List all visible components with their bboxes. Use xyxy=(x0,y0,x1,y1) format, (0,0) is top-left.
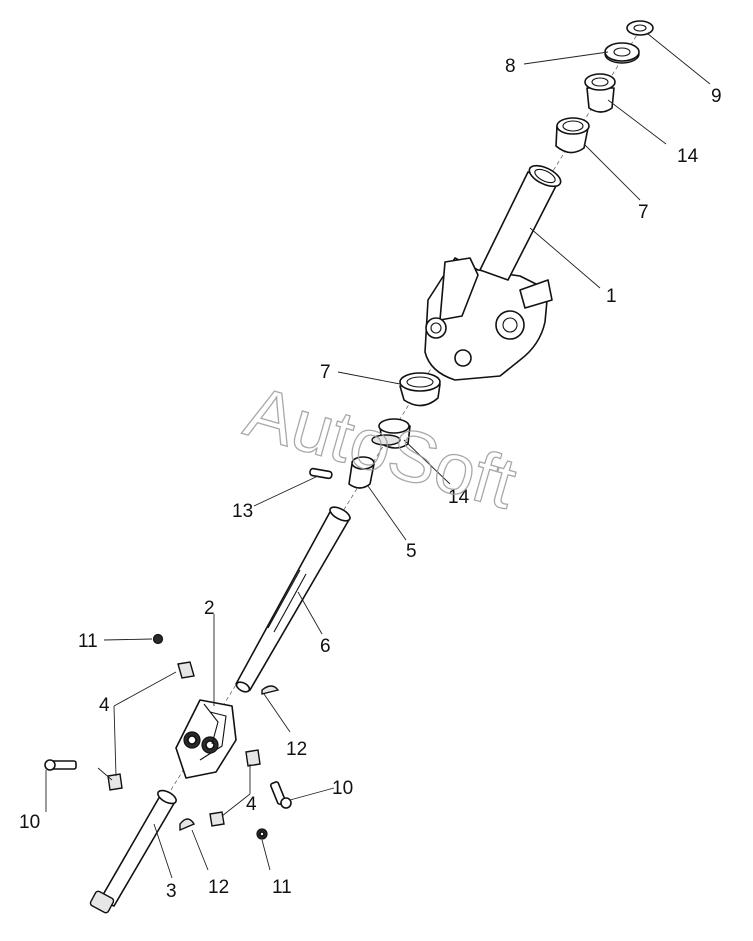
part-6-intermediate-shaft xyxy=(235,506,351,693)
callout-2: 2 xyxy=(204,598,215,619)
part-12-key-lower xyxy=(179,818,196,832)
part-10-bolt-right xyxy=(269,781,292,809)
callout-10-right: 10 xyxy=(332,778,353,799)
callout-12-lower: 12 xyxy=(208,877,229,898)
callout-6: 6 xyxy=(320,636,331,657)
part-4-lockplate-upper xyxy=(177,661,195,679)
part-4-lockplate-bottom xyxy=(209,811,225,827)
part-10-bolt-left xyxy=(44,759,77,771)
callout-14-top: 14 xyxy=(677,146,699,167)
leader-lines xyxy=(45,33,711,879)
part-7-bushing-middle xyxy=(399,372,441,407)
callout-10-left: 10 xyxy=(19,812,40,833)
part-14-bushing-top xyxy=(584,73,616,113)
callout-12-upper: 12 xyxy=(286,739,307,760)
part-13-pin xyxy=(309,467,333,480)
part-4-lockplate-lower xyxy=(245,749,261,767)
callout-8: 8 xyxy=(505,56,516,77)
part-7-bushing-top xyxy=(555,117,590,154)
callout-7-middle: 7 xyxy=(320,362,331,383)
callout-4-lower: 4 xyxy=(246,794,257,815)
callout-4-upper: 4 xyxy=(99,695,110,716)
callout-7-top: 7 xyxy=(638,202,649,223)
callout-14-middle: 14 xyxy=(448,487,470,508)
callout-11-upper: 11 xyxy=(78,631,98,652)
part-12-key-upper xyxy=(261,685,280,695)
callout-3: 3 xyxy=(166,881,177,902)
part-14-bushing-middle xyxy=(371,418,411,449)
part-3-lower-shaft xyxy=(89,789,177,914)
part-2-universal-joint xyxy=(175,699,237,779)
callout-5: 5 xyxy=(406,541,417,562)
watermark: AutoSoft xyxy=(237,372,525,525)
callout-9: 9 xyxy=(711,86,722,107)
part-1-column-housing xyxy=(424,164,562,381)
callout-11-lower: 11 xyxy=(272,877,292,898)
part-11-nut-lower xyxy=(256,828,268,840)
part-8-washer xyxy=(604,42,640,64)
part-11-nut-upper xyxy=(152,633,164,645)
part-5-coupling-sleeve xyxy=(348,456,375,489)
callout-13: 13 xyxy=(232,501,253,522)
callout-1: 1 xyxy=(606,286,617,307)
part-9-washer xyxy=(626,20,654,36)
part-4-lockplate-left xyxy=(107,773,123,791)
callout-labels: 8 9 14 7 1 7 14 13 5 2 6 11 4 12 10 4 10… xyxy=(19,56,722,902)
